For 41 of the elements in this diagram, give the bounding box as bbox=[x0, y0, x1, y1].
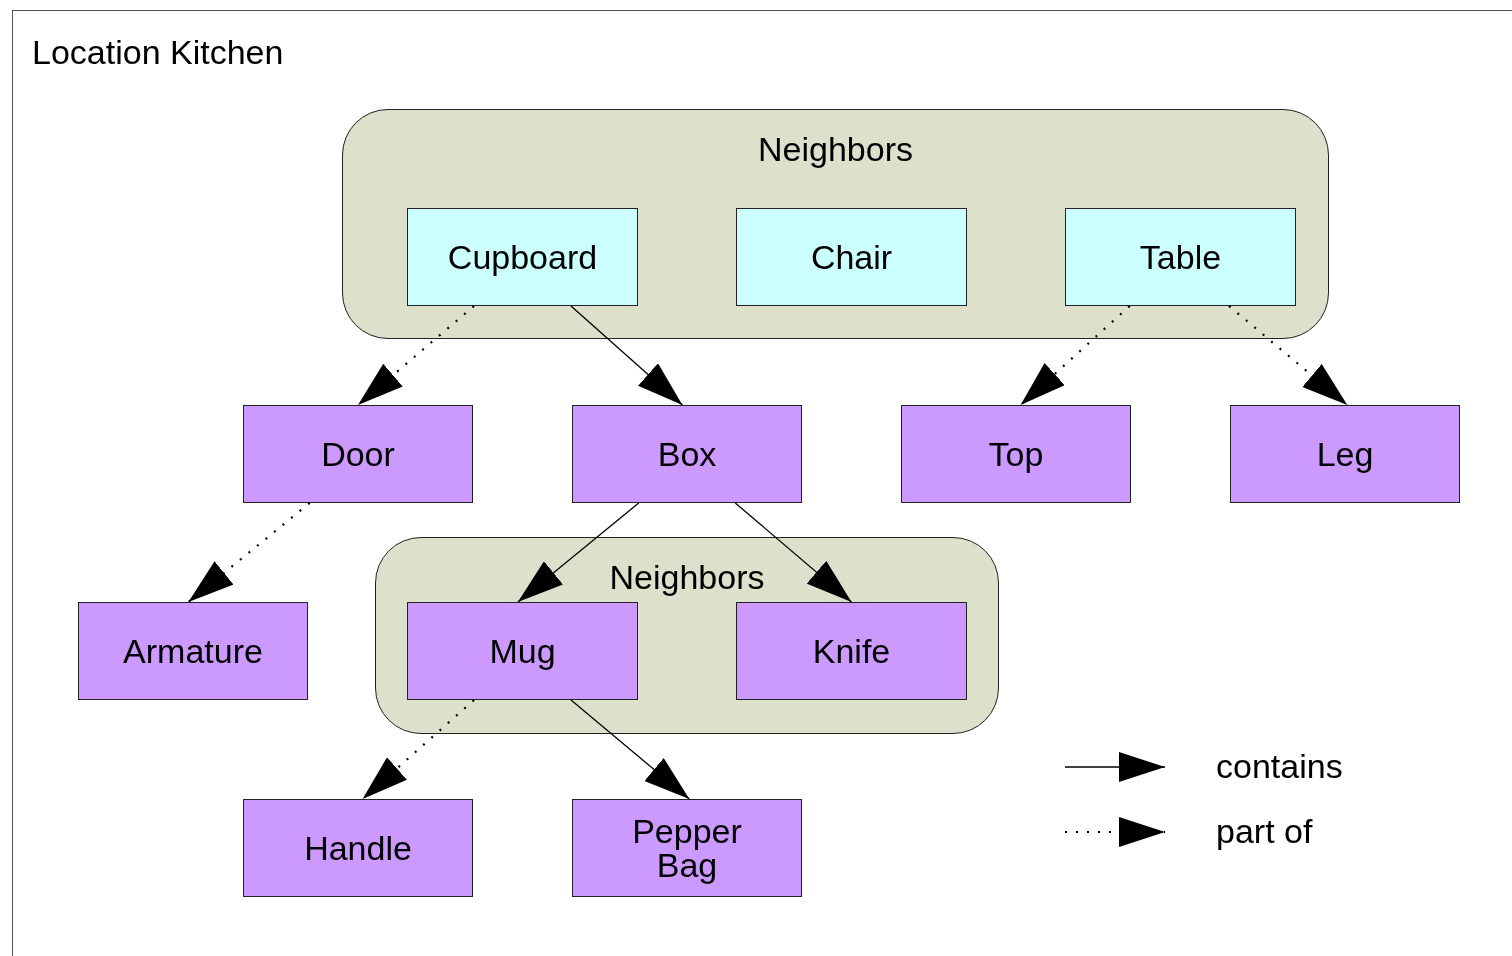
entity-box bbox=[901, 405, 1131, 503]
entity-label: Chair bbox=[810, 240, 893, 274]
group-panel bbox=[342, 109, 1329, 339]
dotted-arrow bbox=[1019, 305, 1131, 406]
arrow bbox=[570, 305, 684, 406]
arrow bbox=[570, 699, 690, 800]
dotted-arrow bbox=[187, 502, 311, 603]
entity-label: Knife bbox=[812, 634, 891, 668]
entity-label: Leg bbox=[1316, 437, 1374, 471]
entity-box bbox=[78, 602, 308, 700]
legend-label: part of bbox=[1216, 812, 1313, 851]
entity-label: Table bbox=[1139, 240, 1222, 274]
entity-label: Box bbox=[657, 437, 717, 471]
entity-box bbox=[572, 799, 802, 897]
arrow bbox=[734, 502, 853, 603]
group-panel bbox=[375, 537, 999, 734]
entity-box bbox=[736, 602, 967, 700]
entity-box bbox=[407, 208, 638, 306]
entity-box bbox=[572, 405, 802, 503]
entity-label: Cupboard bbox=[447, 240, 598, 274]
entity-label: Armature bbox=[123, 634, 263, 668]
entity-box bbox=[1065, 208, 1296, 306]
entity-box bbox=[243, 405, 473, 503]
dotted-arrow bbox=[361, 699, 475, 800]
dotted-arrow bbox=[1228, 305, 1348, 406]
entity-label: Mug bbox=[489, 634, 556, 668]
entity-box bbox=[1230, 405, 1460, 503]
entity-box bbox=[243, 799, 473, 897]
frame-border bbox=[12, 10, 1512, 956]
entity-label: Handle bbox=[304, 831, 412, 865]
group-title: Neighbors bbox=[608, 558, 766, 597]
legend-label: contains bbox=[1216, 747, 1343, 786]
group-title: Neighbors bbox=[757, 130, 914, 169]
entity-label: Top bbox=[988, 437, 1044, 471]
dotted-arrow bbox=[357, 305, 475, 406]
entity-label: Door bbox=[321, 437, 395, 471]
frame-title: Location Kitchen bbox=[32, 33, 284, 72]
entity-box bbox=[407, 602, 638, 700]
entity-label: Pepper Bag bbox=[631, 814, 743, 882]
entity-box bbox=[736, 208, 967, 306]
arrow bbox=[517, 502, 640, 603]
